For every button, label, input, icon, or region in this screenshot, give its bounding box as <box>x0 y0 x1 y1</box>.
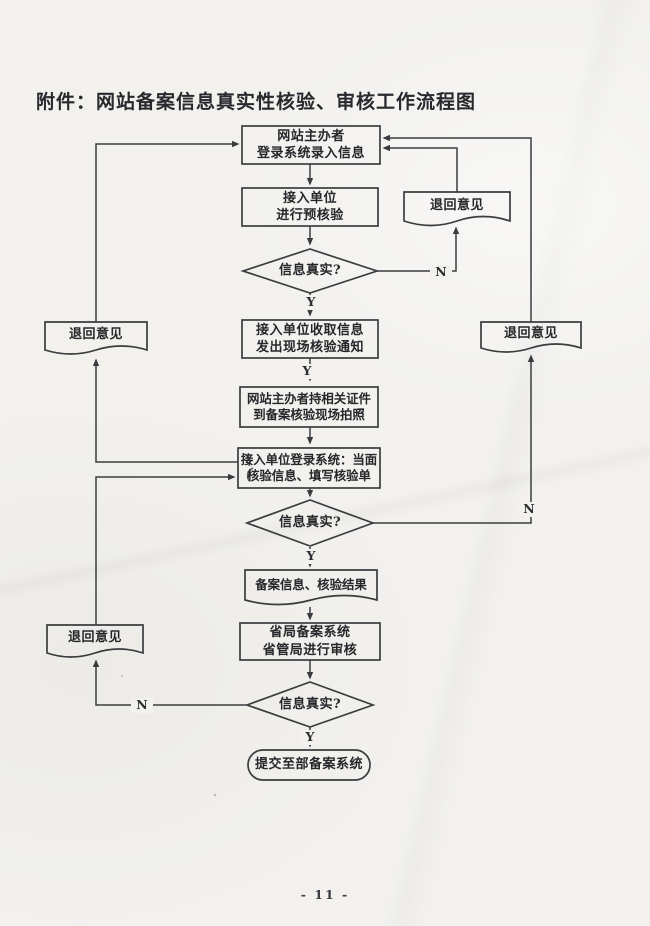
branch-label-no-3: N <box>131 698 153 713</box>
speck-icon <box>213 793 217 797</box>
branch-label-yes-2: Y <box>296 364 318 379</box>
pen-mark-icon <box>243 453 251 467</box>
document-result-shape <box>244 569 378 606</box>
connector-decision2-no-to-return-right-lower <box>373 354 535 524</box>
connector-return-right-lower-to-start <box>382 134 532 322</box>
process-facecheck-shape <box>237 447 381 489</box>
branch-label-yes-1: Y <box>300 295 322 310</box>
branch-label-no-2: N <box>518 502 540 517</box>
pen-mark-icon <box>246 467 254 482</box>
node-label-notify: 接入单位收取信息 发出现场核验通知 <box>255 322 364 355</box>
process-precheck-shape <box>241 187 379 227</box>
connector-decision3-no-to-return-left-lower <box>92 659 247 706</box>
connector-decision1-no-to-return-right-upper <box>377 226 460 272</box>
connector-return-right-upper-to-start <box>382 144 458 192</box>
node-label-decision1: 信息真实? <box>278 263 342 279</box>
document-return-right-lower-shape <box>480 321 582 353</box>
connector-return-left-lower-to-facecheck <box>95 473 236 625</box>
connector-return-left-upper-to-start <box>95 140 240 322</box>
node-label-result: 备案信息、核验结果 <box>255 576 367 592</box>
node-label-start: 网站主办者 登录系统录入信息 <box>256 128 365 161</box>
node-label-precheck: 接入单位 进行预核验 <box>276 190 344 223</box>
branch-label-yes-4: Y <box>299 730 321 745</box>
process-notify-shape <box>241 319 379 359</box>
node-label-return-right-lower: 退回意见 <box>503 326 558 342</box>
branch-label-no-1: N <box>430 265 452 280</box>
attachment-title: 附件：网站备案信息真实性核验、审核工作流程图 <box>36 91 477 113</box>
decision3-shape <box>244 681 376 728</box>
node-label-audit: 省局备案系统 省管局进行审核 <box>262 625 358 658</box>
document-return-left-upper-shape <box>44 321 148 355</box>
node-label-submit: 提交至部备案系统 <box>254 757 363 773</box>
node-label-decision2: 信息真实? <box>278 515 342 531</box>
node-label-facecheck: 接入单位登录系统：当面 核验信息、填写核验单 <box>240 451 378 483</box>
speck-icon <box>121 675 123 677</box>
decision1-shape <box>240 248 380 294</box>
node-label-return-left-lower: 退回意见 <box>67 630 122 646</box>
decision2-shape <box>244 499 376 547</box>
pen-marks <box>243 453 254 482</box>
document-return-left-lower-shape <box>46 624 144 658</box>
page-number: - 11 - <box>300 887 350 902</box>
process-audit-shape <box>239 622 381 661</box>
document-return-right-upper-shape <box>403 191 511 227</box>
scan-specks <box>121 675 217 797</box>
process-photo-shape <box>239 386 379 428</box>
node-label-return-left-upper: 退回意见 <box>68 327 123 343</box>
node-shapes <box>44 125 582 781</box>
node-label-decision3: 信息真实? <box>278 697 342 713</box>
node-label-return-right-upper: 退回意见 <box>429 198 484 214</box>
connector-facecheck-to-return-left-upper <box>92 358 238 463</box>
branch-label-yes-3: Y <box>300 549 322 564</box>
terminator-submit-shape <box>247 749 371 781</box>
node-label-photo: 网站主办者持相关证件 到备案核验现场拍照 <box>247 390 371 422</box>
process-start-shape <box>241 125 381 165</box>
